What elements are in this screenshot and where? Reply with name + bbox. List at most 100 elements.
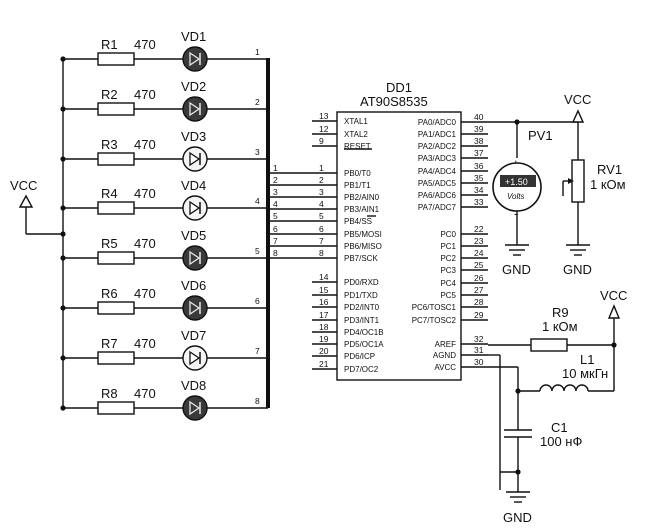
pin-number: 19: [319, 334, 329, 344]
pin-name: PB1/T1: [344, 181, 371, 190]
pin-number: 14: [319, 272, 329, 282]
resistor: [97, 401, 135, 415]
bus-pin-number: 6: [255, 296, 260, 306]
r9-ref: R9: [552, 305, 569, 320]
pin-name: PB3/AIN1: [344, 205, 380, 214]
pin-name: PD0/RXD: [344, 278, 379, 287]
pin-number: 17: [319, 310, 329, 320]
pin-name: PB5/MOSI: [344, 230, 382, 239]
c1-ref: C1: [551, 420, 568, 435]
bus-pin-number: 2: [255, 97, 260, 107]
led-ref: VD4: [181, 178, 206, 193]
pin-name: PD5/OC1A: [344, 340, 384, 349]
resistor-value: 470: [134, 87, 156, 102]
bus-pin-number: 3: [255, 147, 260, 157]
voltmeter-pv1: PV1 + +1.50 Volts - GND: [488, 119, 578, 277]
pv1-minus: -: [514, 206, 518, 221]
pin-number: 26: [474, 273, 484, 283]
pin-name: PD7/OC2: [344, 365, 379, 374]
led-ref: VD6: [181, 278, 206, 293]
resistor-ref: R4: [101, 186, 118, 201]
resistor: [97, 152, 135, 166]
vcc-left: VCC: [10, 178, 66, 237]
pin-number: 8: [319, 248, 324, 258]
resistor: [97, 201, 135, 215]
l1-ref: L1: [580, 352, 594, 367]
led-ref: VD2: [181, 79, 206, 94]
resistor: [97, 351, 135, 365]
pin-name: PA3/ADC3: [418, 154, 457, 163]
c1-value: 100 нФ: [540, 434, 582, 449]
pv1-reading: +1.50: [505, 177, 528, 187]
pin-number: 37: [474, 148, 484, 158]
pin-number: 29: [474, 310, 484, 320]
pin-name: PB4/SS: [344, 217, 372, 226]
pin-number: 18: [319, 322, 329, 332]
pin-name: PC0: [440, 230, 456, 239]
pin-number: 38: [474, 136, 484, 146]
led-ref: VD3: [181, 129, 206, 144]
vcc-right-label: VCC: [600, 288, 627, 303]
pin-name: PD6/ICP: [344, 352, 375, 361]
pin-name: PA2/ADC2: [418, 142, 457, 151]
resistor: [97, 102, 135, 116]
r9-value: 1 кОм: [542, 319, 578, 334]
led-ref: VD8: [181, 378, 206, 393]
resistor-value: 470: [134, 37, 156, 52]
pin-number: 40: [474, 112, 484, 122]
pin-name: PB0/T0: [344, 169, 371, 178]
pin-number: 27: [474, 285, 484, 295]
bus-link-number: 3: [273, 187, 278, 197]
rv1-ref: RV1: [597, 162, 622, 177]
led-ref: VD7: [181, 328, 206, 343]
pin-name: PC3: [440, 266, 456, 275]
bus-link-number: 2: [273, 175, 278, 185]
pin-name: PD3/INT1: [344, 316, 380, 325]
bus-link: 5: [268, 211, 312, 222]
pin-number: 3: [319, 187, 324, 197]
resistor: [97, 301, 135, 315]
led-row: R2 470 VD2 2: [60, 79, 268, 122]
resistor-ref: R7: [101, 336, 118, 351]
resistor-ref: R8: [101, 386, 118, 401]
pin-number: 34: [474, 185, 484, 195]
vcc-left-label: VCC: [10, 178, 37, 193]
pv1-gnd: GND: [502, 262, 531, 277]
aref-filter: R9 1 кОм VCC L1 10 мкГн C1 100 нФ GND: [488, 288, 627, 525]
pin-name: PA4/ADC4: [418, 167, 457, 176]
pin-number: 13: [319, 111, 329, 121]
pin-name: PC6/TOSC1: [412, 303, 457, 312]
resistor-ref: R2: [101, 87, 118, 102]
l1-coil: [539, 384, 589, 392]
bus-link-number: 7: [273, 236, 278, 246]
pin-number: 9: [319, 136, 324, 146]
pin-name: XTAL2: [344, 130, 368, 139]
rv1-value: 1 кОм: [590, 177, 626, 192]
pin-number: 6: [319, 224, 324, 234]
pin-number: 30: [474, 357, 484, 367]
bus-pin-number: 4: [255, 196, 260, 206]
